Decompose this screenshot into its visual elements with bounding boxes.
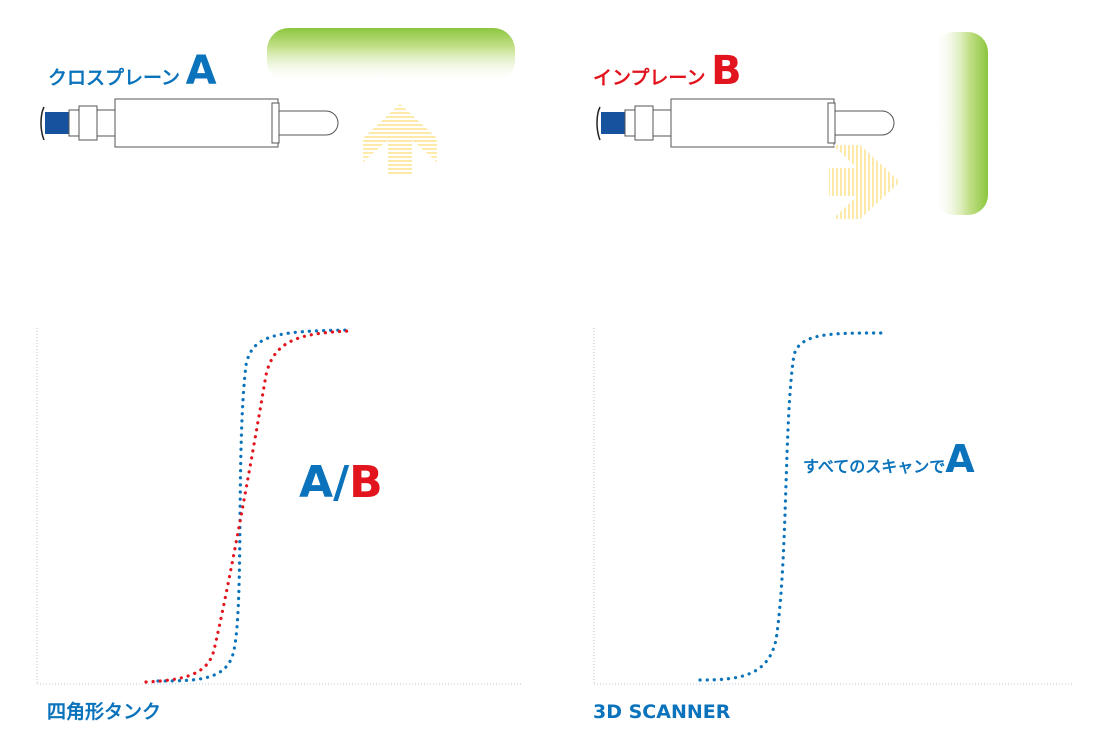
annotation-right-letter: A — [945, 437, 975, 481]
probe-left — [40, 98, 339, 148]
chart-left-caption: 四角形タンク — [47, 701, 162, 723]
chart-left-annotation: A/B — [299, 461, 383, 505]
cross-plane-title: クロスプレーン A — [48, 51, 217, 91]
chart-right-caption: 3D SCANNER — [593, 701, 731, 723]
target-plate-top — [267, 28, 515, 83]
annotation-b: B — [349, 457, 383, 508]
cross-plane-letter: A — [185, 48, 217, 94]
annotation-a: A — [299, 457, 334, 508]
chart-left-axes — [36, 328, 522, 685]
arrow-right-icon — [829, 145, 900, 219]
cross-plane-label: クロスプレーン — [48, 67, 181, 89]
probe-right — [596, 98, 895, 148]
in-plane-label: インプレーン — [593, 67, 706, 89]
curve-a-left — [156, 328, 352, 683]
target-plate-right — [934, 32, 988, 215]
annotation-all-scans: すべてのスキャンで — [803, 457, 946, 476]
arrow-up-icon — [363, 104, 437, 175]
in-plane-letter: B — [711, 48, 742, 94]
curve-b-left — [144, 329, 352, 684]
chart-right-axes — [593, 328, 1073, 685]
curve-a-right — [698, 331, 884, 682]
chart-right-annotation: すべてのスキャンでA — [803, 440, 975, 478]
in-plane-title: インプレーン B — [593, 51, 742, 91]
annotation-sep: / — [333, 457, 350, 508]
